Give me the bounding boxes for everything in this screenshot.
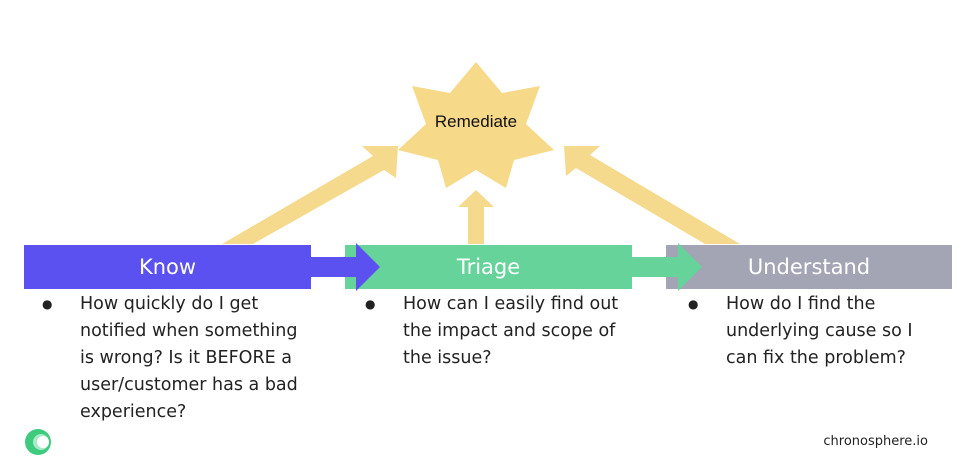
list-item: How can I easily find out the impact and… (365, 291, 630, 372)
list-item: How do I find the underlying cause so I … (688, 291, 948, 372)
remediate-label: Remediate (434, 112, 518, 131)
arrow-know-to-triage (311, 243, 380, 291)
remediate-star (398, 62, 554, 188)
know-questions: How quickly do I get notified when somet… (42, 291, 307, 426)
arrow-triage-to-understand (632, 243, 702, 291)
stage-box-know (24, 245, 311, 289)
arrow-understand-to-remediate (564, 146, 740, 244)
stage-label-triage: Triage (456, 255, 521, 279)
stage-label-know: Know (138, 255, 197, 279)
list-item: How quickly do I get notified when somet… (42, 291, 307, 426)
stage-label-understand: Understand (747, 255, 871, 279)
arrow-triage-to-remediate (458, 190, 494, 244)
triage-questions: How can I easily find out the impact and… (365, 291, 630, 372)
chronosphere-logo-icon (25, 429, 51, 455)
footer-url: chronosphere.io (823, 434, 928, 449)
arrow-know-to-remediate (222, 146, 398, 244)
stage-box-triage (345, 245, 632, 289)
stage-box-understand (666, 245, 952, 289)
understand-questions: How do I find the underlying cause so I … (688, 291, 948, 372)
